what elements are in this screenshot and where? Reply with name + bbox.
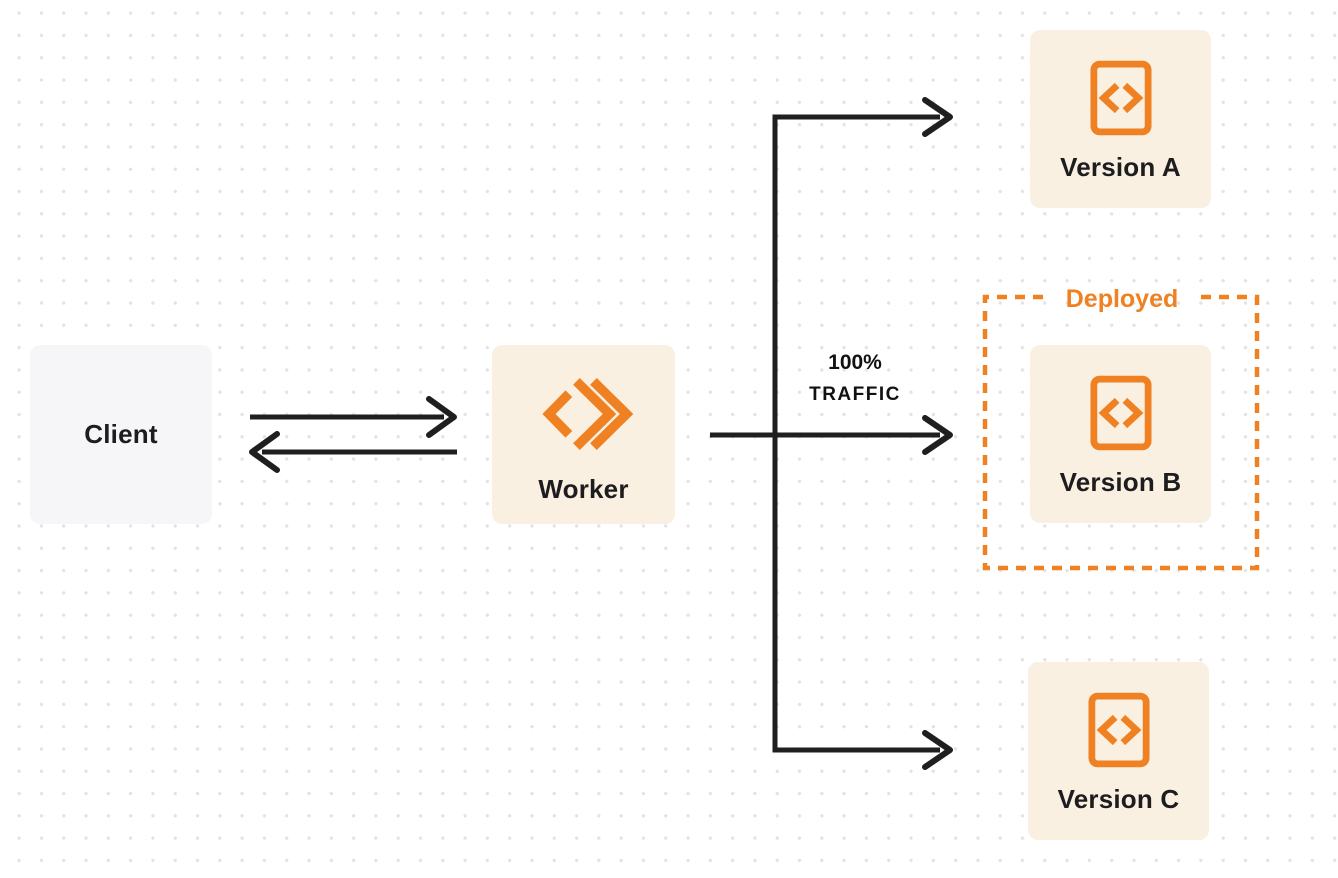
version-a-label: Version A <box>1060 151 1181 182</box>
version-b-label: Version B <box>1059 466 1182 497</box>
arrowhead-version-a <box>922 97 953 137</box>
traffic-percent: 100% <box>828 351 882 374</box>
worker-node: Worker <box>492 345 675 524</box>
version-a-node: Version A <box>1030 30 1211 208</box>
worker-chevrons-icon <box>532 370 636 458</box>
traffic-word: TRAFFIC <box>809 384 901 405</box>
client-label: Client <box>84 419 158 449</box>
code-file-icon <box>1089 60 1152 136</box>
client-node: Client <box>30 345 212 524</box>
code-file-icon <box>1087 692 1150 768</box>
deployed-label: Deployed <box>1065 285 1179 313</box>
version-c-node: Version C <box>1028 662 1209 840</box>
traffic-annotation: 100% TRAFFIC <box>790 351 920 406</box>
worker-label: Worker <box>538 474 629 504</box>
arrow-worker-to-client <box>249 431 457 473</box>
version-c-label: Version C <box>1057 783 1180 814</box>
branch-lines <box>710 114 940 753</box>
version-b-node: Version B <box>1030 345 1211 523</box>
arrowhead-version-c <box>922 730 953 770</box>
arrowhead-version-b <box>922 415 953 455</box>
code-file-icon <box>1089 375 1152 451</box>
arrow-client-to-worker <box>250 396 457 438</box>
